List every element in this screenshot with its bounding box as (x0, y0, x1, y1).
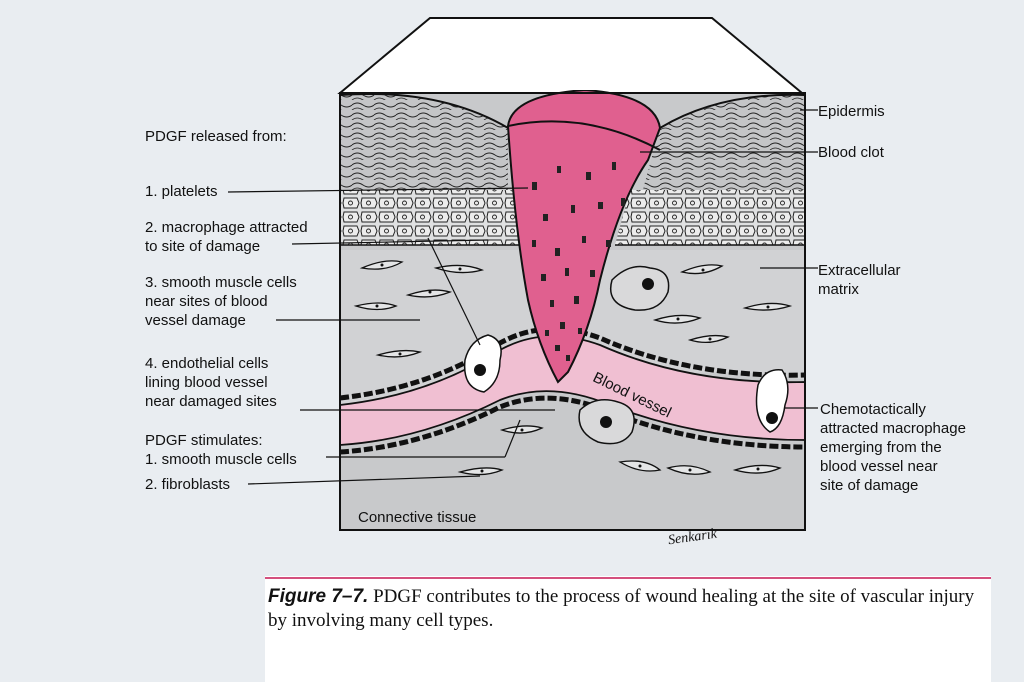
label-smooth-muscle-stim: 1. smooth muscle cells (145, 451, 297, 468)
basal-cell-layer (340, 190, 805, 245)
caption-area (265, 576, 991, 682)
caption-rule (265, 577, 991, 579)
block-outline (339, 92, 806, 531)
label-chemotactic-macrophage: Chemotactically attracted macrophage eme… (820, 401, 966, 494)
vessel-wall-lower (340, 395, 805, 455)
label-macrophage: 2. macrophage attracted to site of damag… (145, 219, 308, 255)
vessel-wall-upper (340, 326, 805, 401)
label-endothelial: 4. endothelial cells lining blood vessel… (145, 355, 277, 410)
label-extracellular-matrix: Extracellular matrix (818, 262, 901, 298)
fibroblasts (353, 260, 793, 476)
figure-caption: Figure 7–7. PDGF contributes to the proc… (268, 585, 993, 633)
label-fibroblasts: 2. fibroblasts (145, 476, 231, 493)
block-top-face (337, 17, 805, 94)
label-blood-clot: Blood clot (818, 144, 884, 161)
label-smooth-muscle-release: 3. smooth muscle cells near sites of blo… (145, 274, 297, 329)
epidermis-surface (340, 92, 805, 129)
leader-lines (227, 109, 818, 485)
figure-label: Figure 7–7. (268, 586, 369, 607)
label-connective-tissue: Connective tissue (358, 509, 477, 526)
macrophages (463, 265, 789, 445)
epidermis-layer (340, 93, 805, 200)
label-pdgf-stimulates: PDGF stimulates: (145, 432, 263, 449)
platelets-in-clot (532, 162, 625, 361)
label-epidermis: Epidermis (818, 103, 885, 120)
label-platelets: 1. platelets (145, 183, 218, 200)
caption-text: PDGF contributes to the process of wound… (268, 586, 975, 631)
label-pdgf-released: PDGF released from: (145, 128, 287, 145)
